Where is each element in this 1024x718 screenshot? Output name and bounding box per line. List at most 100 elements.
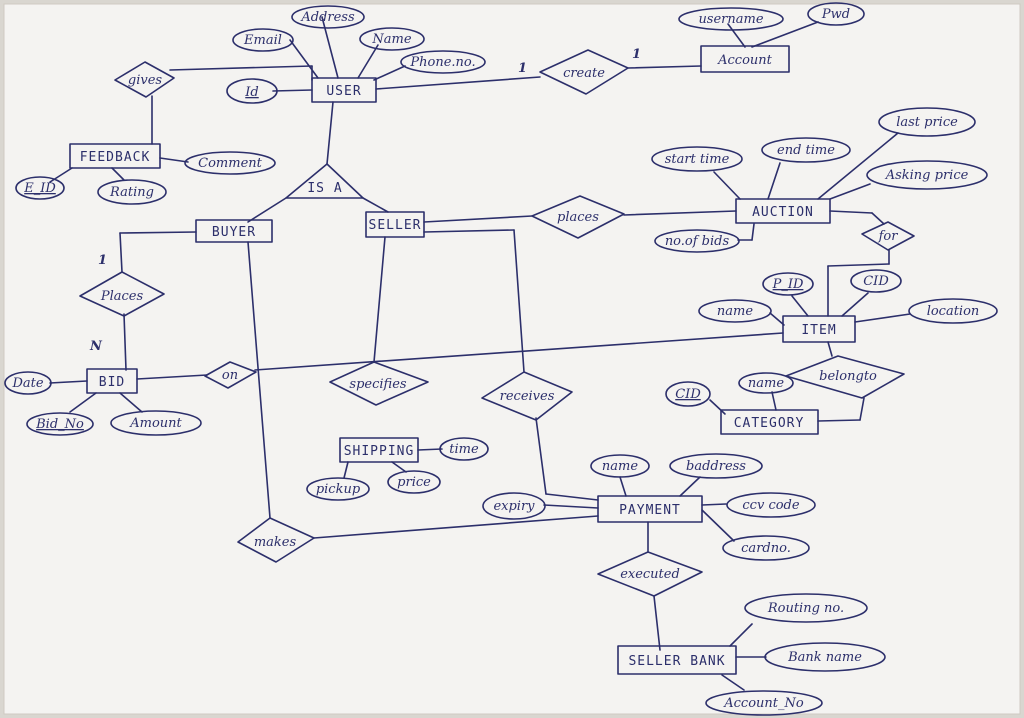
attr-pay-baddress-label: baddress [686, 459, 746, 474]
entity-bid-label: BID [99, 375, 125, 390]
attr-bank-account-label: Account_No [723, 696, 804, 711]
relationship-executed-label: executed [620, 567, 680, 582]
attr-bank-name: Bank name [764, 642, 886, 672]
cardinality-places-bid: N [89, 339, 103, 354]
attr-pay-baddress: baddress [669, 453, 763, 479]
attr-user-name-label: Name [371, 32, 411, 47]
attr-item-location: location [908, 298, 998, 324]
attr-user-address: Address [291, 5, 365, 29]
relationship-specifies-label: specifies [349, 377, 406, 392]
attr-bank-routing: Routing no. [744, 593, 868, 623]
relationship-receives-label: receives [500, 389, 555, 404]
relationship-for: for [861, 221, 915, 251]
attr-pay-expiry: expiry [482, 492, 546, 520]
attr-fb-comment-label: Comment [198, 156, 262, 171]
attr-user-email-label: Email [243, 33, 282, 48]
attr-user-id: Id [226, 78, 278, 104]
attr-auc-end: end time [761, 137, 851, 163]
entity-seller-bank-label: SELLER BANK [628, 654, 725, 669]
entity-account-label: Account [717, 53, 773, 68]
attr-pay-expiry-label: expiry [493, 499, 535, 514]
entity-seller: SELLER [365, 211, 425, 238]
attr-fb-eid: E_ID [15, 176, 65, 200]
relationship-belongs-to-label: belongto [819, 369, 877, 384]
attr-item-cid: CID [850, 269, 902, 293]
attr-bid-date: Date [4, 371, 52, 395]
attr-bid-amount: Amount [110, 410, 202, 436]
relationship-places-bid: Places [79, 271, 165, 317]
attr-item-cid-label: CID [863, 274, 889, 289]
cardinality-buyer-places: 1 [98, 253, 107, 268]
entity-buyer-label: BUYER [212, 225, 256, 240]
relationship-gives-label: gives [128, 73, 163, 88]
relationship-isa-label: IS A [307, 181, 342, 196]
entity-seller-label: SELLER [369, 218, 422, 233]
attr-item-pid-label: P_ID [772, 277, 804, 292]
relationship-isa: IS A [285, 163, 364, 199]
attr-user-id-label: Id [244, 85, 258, 100]
attr-ship-pickup-label: pickup [316, 482, 361, 497]
attr-ship-price-label: price [397, 475, 431, 490]
attr-item-name-label: name [717, 304, 753, 319]
attr-item-name: name [698, 299, 772, 323]
attr-cat-cid: CID [665, 381, 711, 407]
attr-cat-name-label: name [748, 376, 784, 391]
attr-pay-ccv: ccv code [726, 492, 816, 518]
connector-lines [49, 16, 911, 691]
attr-bid-amount-label: Amount [129, 416, 182, 431]
attr-user-phone: Phone.no. [400, 50, 486, 74]
attr-auc-last: last price [878, 107, 976, 137]
attr-auc-start: start time [651, 146, 743, 172]
attr-ship-pickup: pickup [306, 477, 370, 501]
entity-shipping-label: SHIPPING [344, 444, 415, 459]
entity-feedback: FEEDBACK [69, 143, 161, 169]
entity-item-label: ITEM [801, 323, 836, 338]
attr-fb-eid-label: E_ID [23, 181, 56, 196]
entity-item: ITEM [782, 315, 856, 343]
entity-feedback-label: FEEDBACK [80, 150, 151, 165]
relationship-for-label: for [878, 229, 899, 244]
relationship-create: create [539, 49, 629, 95]
attr-pay-cardno-label: cardno. [741, 541, 791, 556]
entity-payment-label: PAYMENT [619, 503, 681, 518]
attr-acc-username: username [678, 7, 784, 31]
attr-auc-end-label: end time [777, 143, 835, 158]
attr-item-location-label: location [927, 304, 980, 319]
attr-bid-no-label: Bid_No [35, 417, 84, 432]
entity-category-label: CATEGORY [734, 416, 805, 431]
attr-ship-time: time [439, 437, 489, 461]
attr-bank-routing-label: Routing no. [767, 601, 844, 616]
attr-bid-date-label: Date [11, 376, 43, 391]
relationship-places-auction-label: places [557, 210, 599, 225]
attr-pay-name: name [590, 454, 650, 478]
attr-pay-ccv-label: ccv code [742, 498, 799, 513]
entity-user-label: USER [326, 84, 361, 99]
relationship-specifies: specifies [329, 361, 429, 406]
attr-auc-asking-label: Asking price [885, 168, 969, 183]
attr-bank-name-label: Bank name [787, 650, 862, 665]
attr-user-email: Email [232, 28, 294, 52]
relationship-makes-label: makes [254, 535, 297, 550]
entity-seller-bank: SELLER BANK [617, 645, 737, 675]
attr-ship-price: price [387, 470, 441, 494]
entity-payment: PAYMENT [597, 495, 703, 523]
attr-auc-start-label: start time [665, 152, 730, 167]
relationship-gives: gives [114, 61, 175, 98]
attr-pay-name-label: name [602, 459, 638, 474]
attr-acc-pwd: Pwd [807, 2, 865, 26]
attr-item-pid: P_ID [762, 272, 814, 296]
attr-acc-pwd-label: Pwd [821, 7, 850, 22]
relationship-belongs-to: belongto [785, 355, 905, 399]
entity-auction-label: AUCTION [752, 205, 814, 220]
entity-auction: AUCTION [735, 198, 831, 224]
attr-bid-no: Bid_No [26, 412, 94, 436]
attr-fb-rating: Rating [97, 179, 167, 205]
attr-cat-name: name [738, 372, 794, 394]
relationship-on-label: on [222, 368, 238, 383]
relationship-receives: receives [481, 371, 573, 421]
relationship-on: on [204, 361, 257, 389]
attr-acc-username-label: username [698, 12, 763, 27]
attr-auc-last-label: last price [896, 115, 958, 130]
